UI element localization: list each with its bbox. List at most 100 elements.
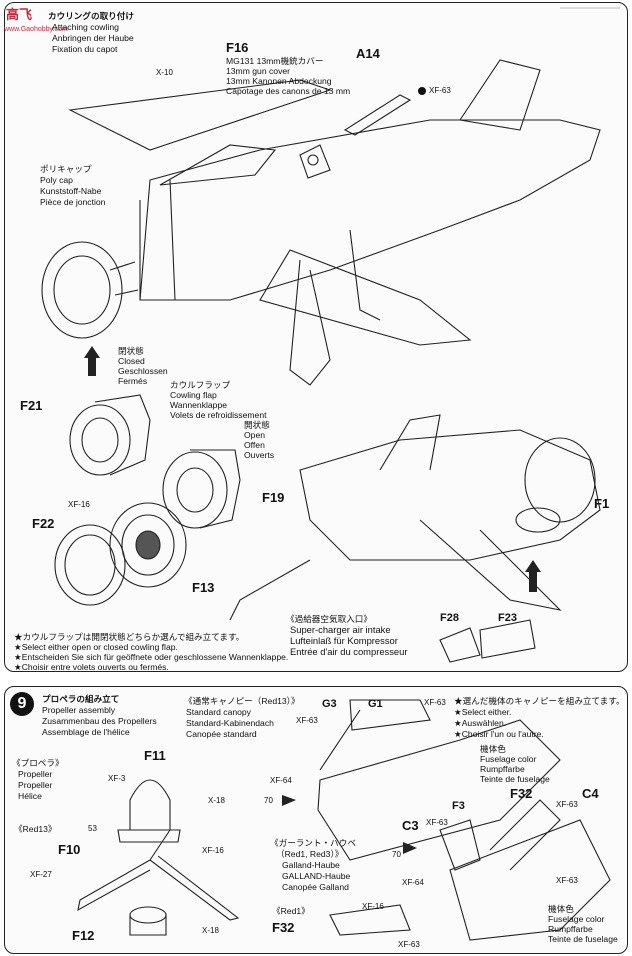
select-jp: ★選んだ機体のキャノピーを組み立てます。 — [454, 696, 625, 706]
select-en: ★Select either. — [454, 707, 512, 717]
part-f16: F16 — [226, 40, 249, 55]
paint-xf63e: XF-63 — [398, 940, 420, 949]
paint-xf64a: XF-64 — [270, 776, 292, 785]
closed-en: Closed — [118, 356, 145, 366]
propeller-de: Propeller — [18, 780, 53, 790]
paint-xf16-step8: XF-16 — [68, 500, 90, 509]
select-de: ★Auswählen. — [454, 718, 507, 728]
fuselage1-fr: Teinte de fuselage — [480, 774, 550, 784]
step-8-title-en: Attaching cowling — [52, 22, 119, 32]
fuselage1-de: Rumpffarbe — [480, 764, 525, 774]
paint-xf63c: XF-63 — [426, 818, 448, 827]
step-8-title-fr: Fixation du capot — [52, 44, 118, 54]
note-fr: ★Choisir entre volets ouverts ou fermés. — [14, 662, 169, 672]
fuselage2-jp: 機体色 — [548, 904, 574, 914]
cowlflap-de: Wannenklappe — [170, 400, 228, 410]
supercharger-en: Super-charger air intake — [290, 624, 391, 635]
f16-desc-en: 13mm gun cover — [226, 66, 291, 76]
note-jp: ★カウルフラップは開閉状態どちらか選んで組み立てます。 — [14, 632, 245, 642]
paint-xf63b: XF-63 — [424, 698, 446, 707]
part-f10: F10 — [58, 842, 81, 857]
step-8-title-de: Anbringen der Haube — [52, 33, 134, 43]
galland-en: Galland-Haube — [282, 860, 340, 870]
canopy-std-en: Standard canopy — [186, 707, 251, 717]
step-9-title-de: Zusammenbau des Propellers — [42, 716, 157, 726]
part-f1: F1 — [594, 496, 610, 511]
part-f12: F12 — [72, 928, 95, 943]
paint-xf63d: XF-63 — [556, 800, 578, 809]
supercharger-de: Lufteinlaß für Kompressor — [290, 635, 398, 646]
paint-xf63a: XF-63 — [296, 716, 318, 725]
part-f3: F3 — [452, 800, 465, 812]
watermark-url: www.Gaohobby.com — [4, 26, 68, 33]
paint-xf64b: XF-64 — [402, 878, 424, 887]
canopy-std-jp: 《通常キャノピー（Red13）》 — [184, 696, 300, 706]
paint-a14: XF-63 — [418, 86, 451, 95]
open-fr: Ouverts — [244, 450, 275, 460]
part-f19: F19 — [262, 490, 285, 505]
select-fr: ★Choisir l'un ou l'autre. — [454, 729, 544, 739]
galland-jp: 《ガーラント・ハウベ — [270, 838, 356, 848]
watermark-logo: 高飞 — [6, 7, 33, 22]
closed-de: Geschlossen — [118, 366, 168, 376]
part-f22: F22 — [32, 516, 55, 531]
f16-desc-fr: Capotage des canons de 13 mm — [226, 86, 351, 96]
f16-desc-de: 13mm Kanonen Abdeckung — [226, 76, 332, 86]
cement-53: 53 — [88, 824, 97, 833]
part-f13: F13 — [192, 580, 215, 595]
open-jp: 開状態 — [244, 420, 270, 430]
step-9-panel — [4, 686, 628, 954]
part-f23: F23 — [498, 612, 517, 624]
fuselage2-fr: Teinte de fuselage — [548, 934, 618, 944]
step-9-title-en: Propeller assembly — [42, 705, 116, 715]
cement-70b: 70 — [392, 850, 401, 859]
paint-xf16a: XF-16 — [202, 846, 224, 855]
supercharger-fr: Entrée d'air du compresseur — [290, 646, 408, 657]
propeller-jp: 《プロペラ》 — [12, 758, 64, 768]
propeller-en: Propeller — [18, 769, 53, 779]
galland-jp2: （Red1, Red3）》 — [276, 849, 344, 859]
part-a14: A14 — [356, 46, 380, 61]
polycap-fr: Pièce de jonction — [40, 197, 106, 207]
canopy-std-de: Standard-Kabinendach — [186, 718, 274, 728]
open-en: Open — [244, 430, 266, 440]
galland-fr: Canopée Galland — [282, 882, 349, 892]
canopy-std-fr: Canopée standard — [186, 729, 257, 739]
note-en: ★Select either open or closed cowling fl… — [14, 642, 178, 652]
polycap-jp: ポリキャップ — [40, 164, 92, 174]
fuselage2-de: Rumpffarbe — [548, 924, 593, 934]
step-8-panel — [4, 2, 628, 672]
step-8-title-jp: カウリングの取り付け — [48, 11, 134, 21]
supercharger-jp: 《過給器空気取入口》 — [286, 614, 372, 624]
cowlflap-jp: カウルフラップ — [170, 380, 231, 390]
open-de: Offen — [244, 440, 265, 450]
f16-desc-jp: MG131 13mm機銃カバー — [226, 56, 324, 66]
polycap-en: Poly cap — [40, 175, 73, 185]
paint-x18b: X-18 — [202, 926, 219, 935]
closed-fr: Fermés — [118, 376, 148, 386]
note-de: ★Entscheiden Sie sich für geöffnete oder… — [14, 652, 289, 662]
part-c3: C3 — [402, 818, 419, 833]
closed-jp: 閉状態 — [118, 346, 144, 356]
part-f28: F28 — [440, 612, 459, 624]
red1-label: 《Red1》 — [272, 906, 310, 916]
fuselage1-en: Fuselage color — [480, 754, 537, 764]
paint-x18a: X-18 — [208, 796, 225, 805]
step-9-title-fr: Assemblage de l'hélice — [42, 727, 130, 737]
step-9-title-jp: プロペラの組み立て — [42, 694, 120, 704]
galland-de: GALLAND-Haube — [282, 871, 351, 881]
part-f32a: F32 — [510, 786, 533, 801]
paint-xf63f: XF-63 — [556, 876, 578, 885]
cement-70a: 70 — [264, 796, 273, 805]
propeller-fr: Hélice — [18, 791, 42, 801]
polycap-de: Kunststoff-Nabe — [40, 186, 102, 196]
cowlflap-en: Cowling flap — [170, 390, 217, 400]
fuselage2-en: Fuselage color — [548, 914, 605, 924]
part-g1: G1 — [368, 698, 383, 710]
part-c4: C4 — [582, 786, 599, 801]
red13-label: 《Red13》 — [14, 824, 57, 834]
cowlflap-fr: Volets de refroidissement — [170, 410, 267, 420]
paint-xf3: XF-3 — [108, 774, 126, 783]
